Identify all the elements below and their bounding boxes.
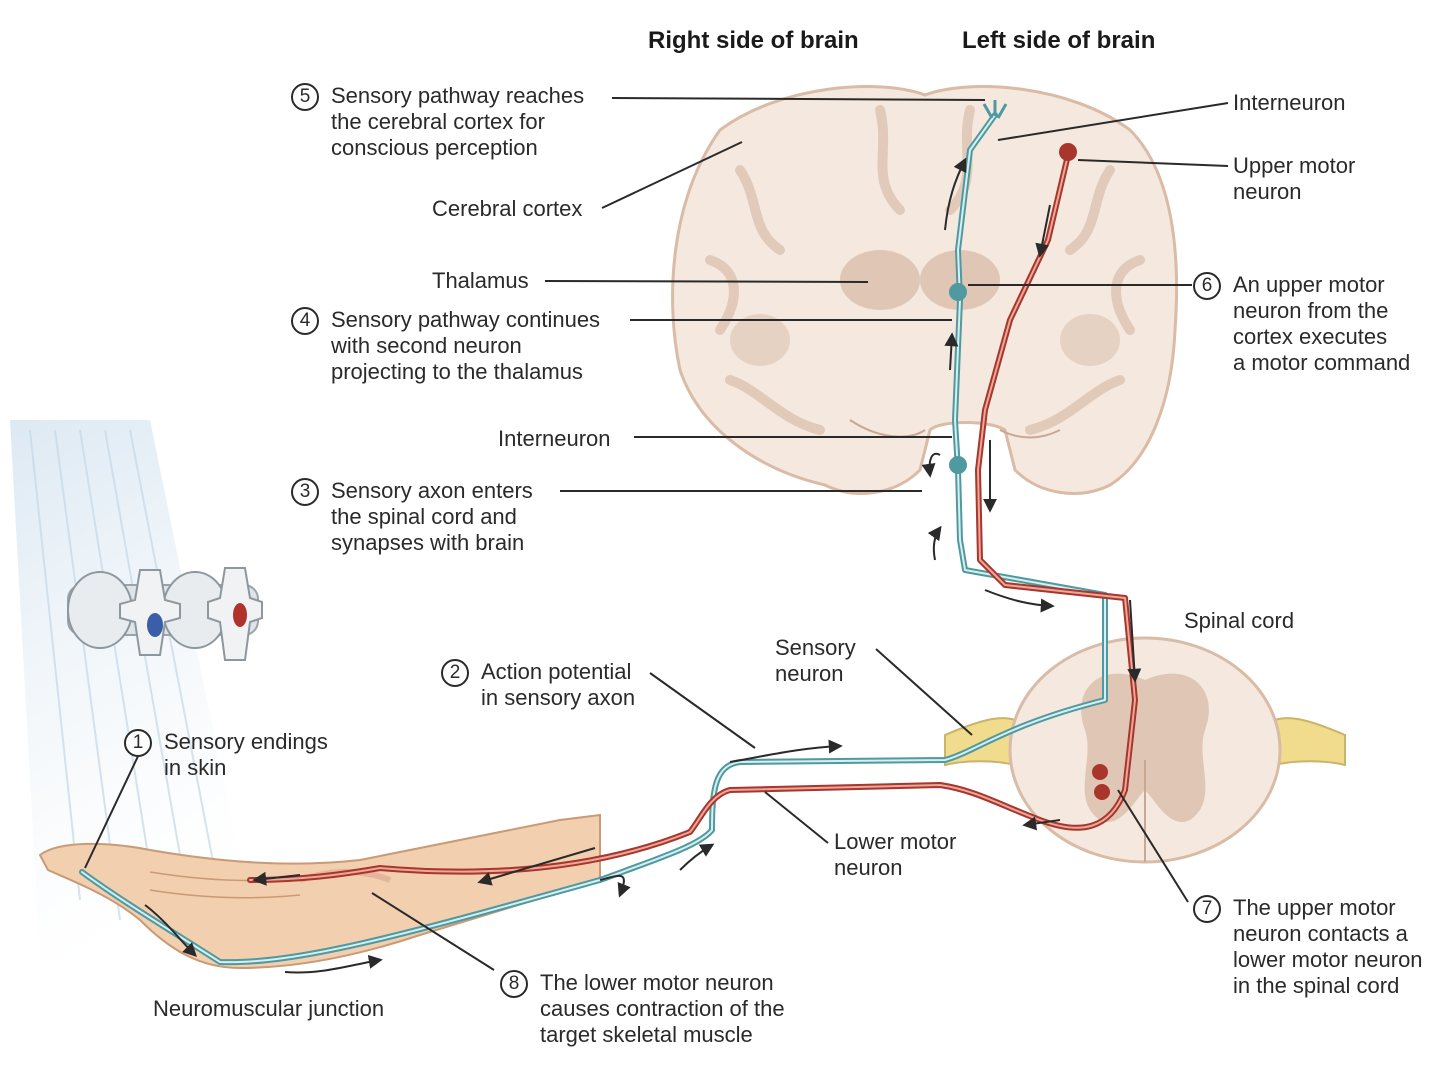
step-line: The lower motor neuron <box>540 970 774 995</box>
neuron-cell-bodies <box>949 100 1110 800</box>
step-text: Sensory axon enters the spinal cord and … <box>331 478 533 556</box>
step-number: 4 <box>291 307 319 335</box>
step-line: causes contraction of the <box>540 996 785 1021</box>
step-number: 1 <box>124 729 152 757</box>
step-line: Sensory axon enters <box>331 478 533 503</box>
step-text: Sensory endings in skin <box>164 729 328 781</box>
step-number: 6 <box>1193 272 1221 300</box>
step-line: projecting to the thalamus <box>331 359 583 384</box>
step-line: with second neuron <box>331 333 522 358</box>
flow-arrows <box>144 157 1142 974</box>
step-number: 3 <box>291 478 319 506</box>
brain-section <box>671 85 1179 495</box>
faucet-icon <box>67 567 263 661</box>
label-thalamus: Thalamus <box>432 268 529 293</box>
step-line: target skeletal muscle <box>540 1022 753 1047</box>
step-number: 2 <box>441 659 469 687</box>
step-line: The upper motor <box>1233 895 1396 920</box>
step-line: lower motor neuron <box>1233 947 1423 972</box>
step-text: An upper motor neuron from the cortex ex… <box>1233 272 1410 376</box>
step-text: Action potential in sensory axon <box>481 659 635 711</box>
step-line: Sensory pathway reaches <box>331 83 585 108</box>
step-text: The upper motor neuron contacts a lower … <box>1233 895 1423 999</box>
step-line: conscious perception <box>331 135 538 160</box>
step-line: An upper motor <box>1233 272 1385 297</box>
label-line: neuron <box>775 661 844 686</box>
label-sensory-neuron: Sensory neuron <box>775 635 856 687</box>
step-line: a motor command <box>1233 350 1411 375</box>
header-right-side-of-brain: Right side of brain <box>648 27 859 54</box>
label-cerebral-cortex: Cerebral cortex <box>432 196 583 221</box>
label-spinal-cord: Spinal cord <box>1184 608 1295 633</box>
step-line: neuron contacts a <box>1233 921 1408 946</box>
step-number: 8 <box>500 970 528 998</box>
step-text: Sensory pathway reaches the cerebral cor… <box>331 83 584 161</box>
label-interneuron-top: Interneuron <box>1233 90 1346 115</box>
step-text: Sensory pathway continues with second ne… <box>331 307 600 385</box>
label-line: neuron <box>834 855 903 880</box>
spinal-cord-section <box>944 636 1346 864</box>
step-line: in skin <box>164 755 227 780</box>
step-number: 5 <box>291 83 319 111</box>
step-line: in sensory axon <box>481 685 636 710</box>
step-line: synapses with brain <box>331 530 525 555</box>
step-line: Action potential <box>481 659 632 684</box>
step-line: Sensory pathway continues <box>331 307 601 332</box>
label-line: Lower motor <box>834 829 957 854</box>
label-interneuron-mid: Interneuron <box>498 426 611 451</box>
label-line: Upper motor <box>1233 153 1356 178</box>
step-line: neuron from the <box>1233 298 1389 323</box>
label-neuromuscular-junction: Neuromuscular junction <box>153 996 385 1021</box>
label-lower-motor-neuron: Lower motor neuron <box>834 829 956 881</box>
step-line: Sensory endings <box>164 729 328 754</box>
label-line: Sensory <box>775 635 856 660</box>
step-number: 7 <box>1193 895 1221 923</box>
step-line: the spinal cord and <box>331 504 517 529</box>
header-left-side-of-brain: Left side of brain <box>962 27 1156 54</box>
step-line: cortex executes <box>1233 324 1388 349</box>
step-line: in the spinal cord <box>1233 973 1400 998</box>
label-line: neuron <box>1233 179 1302 204</box>
label-upper-motor-neuron: Upper motor neuron <box>1233 153 1355 205</box>
leader-lines <box>84 97 1229 971</box>
step-text: The lower motor neuron causes contractio… <box>540 970 785 1048</box>
step-line: the cerebral cortex for <box>331 109 545 134</box>
